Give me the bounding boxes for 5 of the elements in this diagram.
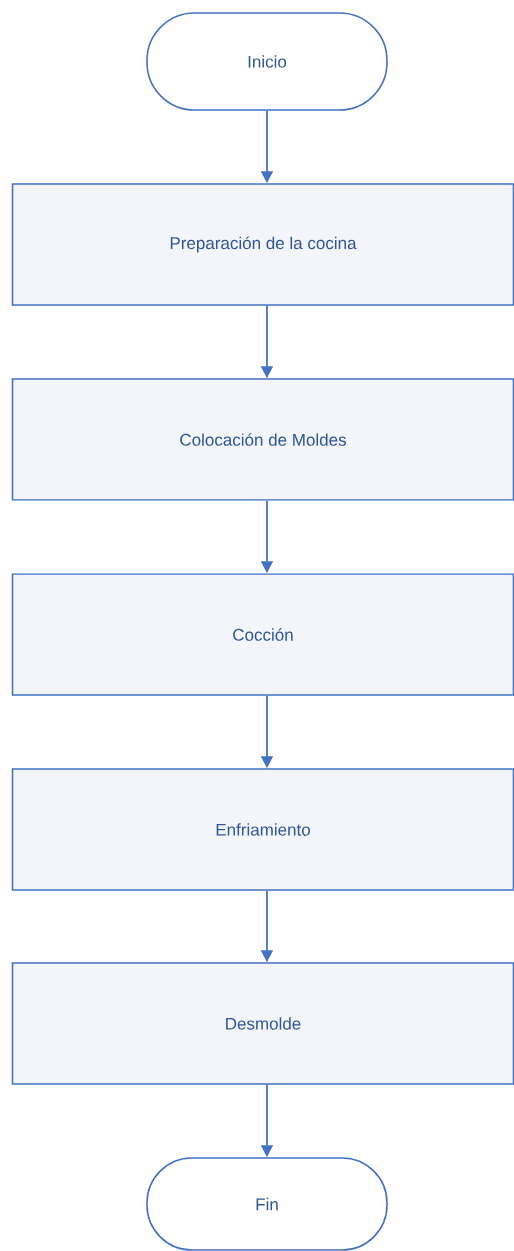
process-box: Cocción [11, 573, 514, 696]
process-box: Enfriamiento [11, 768, 514, 891]
process-box: Colocación de Moldes [11, 378, 514, 501]
process-box: Desmolde [11, 962, 514, 1085]
process-box: Preparación de la cocina [11, 183, 514, 306]
